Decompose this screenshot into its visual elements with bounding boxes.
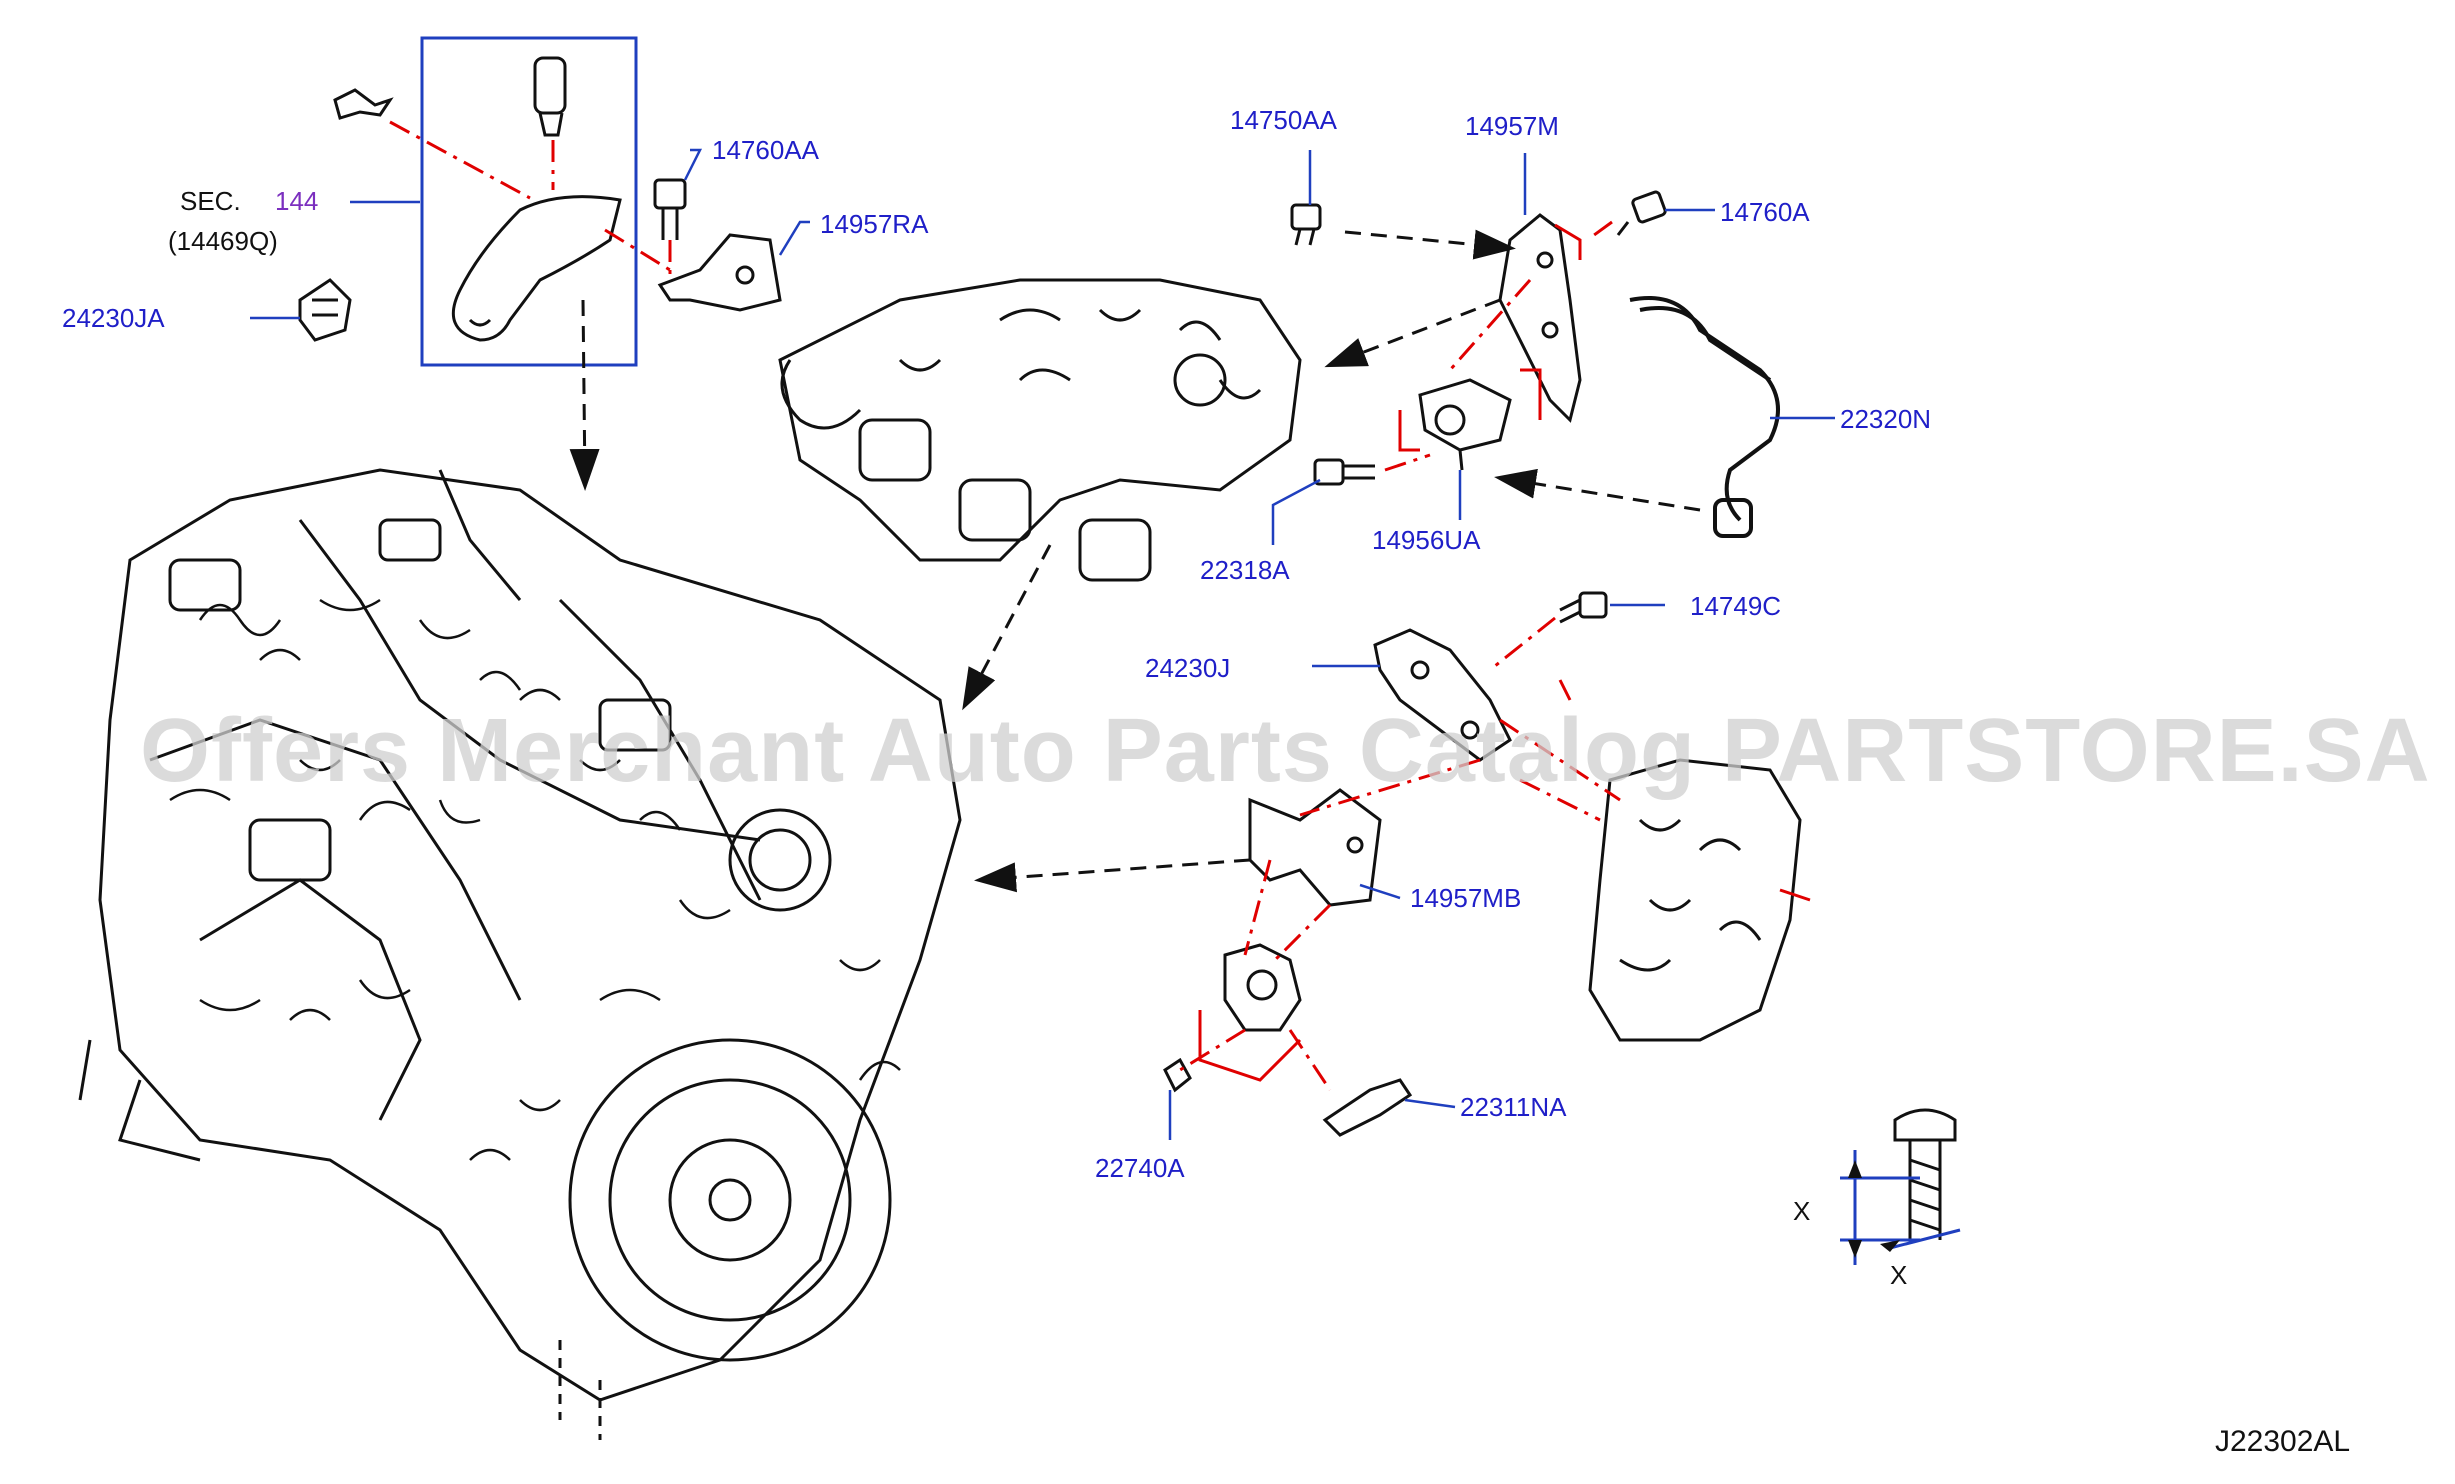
part-14956UA-label[interactable]: 14956UA	[1372, 525, 1481, 555]
clip-22740a-drawing	[1163, 1057, 1192, 1093]
inset-box	[420, 36, 638, 367]
bolt-22318a-drawing	[1313, 458, 1375, 486]
part-14750AA-label[interactable]: 14750AA	[1230, 105, 1337, 135]
bracket-14957ra-drawing	[657, 233, 782, 312]
solenoid-14956ua-drawing	[1418, 378, 1512, 471]
bracket-14957mb-drawing	[1248, 788, 1382, 907]
assembly-lines	[389, 120, 1621, 1091]
solenoid-lower-drawing	[1223, 943, 1302, 1032]
bracket-24230j-drawing	[1373, 628, 1512, 762]
exhaust-manifold	[778, 278, 1302, 582]
sensor-22311na-drawing	[1322, 1078, 1413, 1137]
dimension-arrowheads	[1848, 1160, 1900, 1258]
leader-lines	[250, 148, 1835, 1140]
engine-assembly	[78, 468, 962, 1440]
engine-detail	[169, 598, 901, 1161]
left-bracket-part	[333, 88, 394, 120]
right-housing-drawing	[1588, 758, 1802, 1042]
hose-22320n-drawing	[1629, 296, 1780, 538]
dimension-bolt-drawing	[1893, 1108, 1957, 1240]
bolt-14749c-drawing	[1559, 591, 1608, 624]
sec-sub-ref: (14469Q)	[168, 226, 278, 256]
part-22320N-label[interactable]: 22320N	[1840, 404, 1932, 434]
part-24230JA-label[interactable]: 24230JA	[62, 303, 165, 333]
drawing-reference-code: J22302AL	[2215, 1425, 2351, 1458]
bolt-14760aa-drawing	[653, 178, 687, 240]
part-22311NA-label[interactable]: 22311NA	[1460, 1092, 1567, 1122]
direction-arrows	[569, 229, 1701, 893]
bolt-14750aa-drawing	[1290, 203, 1322, 246]
part-14957RA-label[interactable]: 14957RA	[820, 209, 929, 239]
part-24230J-label[interactable]: 24230J	[1145, 653, 1231, 683]
sec-prefix: SEC.	[180, 186, 241, 216]
part-14957M-label[interactable]: 14957M	[1465, 111, 1559, 141]
bracket-14957m-drawing	[1498, 213, 1582, 423]
part-22318A-label[interactable]: 22318A	[1200, 555, 1290, 585]
inset-part-sensor	[451, 56, 622, 342]
part-14760A-label[interactable]: 14760A	[1720, 197, 1810, 227]
clip-24230ja-drawing	[298, 278, 352, 342]
dimension-x-label-horizontal: X	[1890, 1260, 1908, 1290]
part-14760AA-label[interactable]: 14760AA	[712, 135, 819, 165]
bolt-14760a-drawing	[1616, 190, 1667, 236]
assembly-solid-red	[1198, 223, 1811, 1082]
part-14749C-label[interactable]: 14749C	[1690, 591, 1782, 621]
sec-number[interactable]: 144	[275, 186, 319, 216]
dimension-x-label-vertical: X	[1793, 1196, 1811, 1226]
part-22740A-label[interactable]: 22740A	[1095, 1153, 1185, 1183]
part-14957MB-label[interactable]: 14957MB	[1410, 883, 1522, 913]
